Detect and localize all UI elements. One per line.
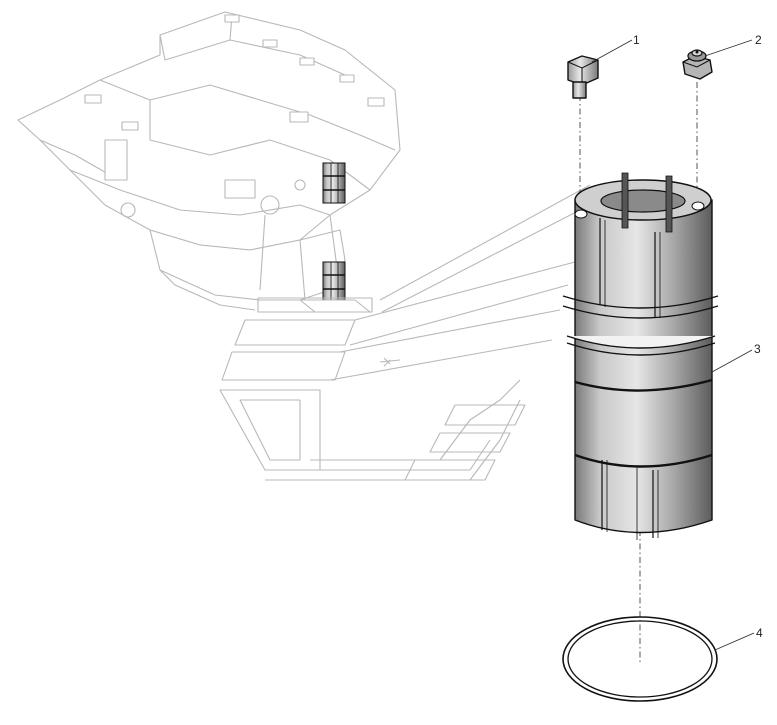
frame-bushing-upper (322, 162, 346, 204)
exploded-view-guide-lines (219, 184, 591, 481)
callout-label-4: 4 (756, 626, 763, 640)
machine-frame-ghost (17, 11, 401, 313)
callout-2: 2 (704, 33, 762, 57)
callout-label-2: 2 (755, 33, 762, 47)
frame-bushing-lower (322, 261, 346, 303)
callout-3: 3 (711, 342, 761, 373)
grease-fitting-part (682, 49, 713, 80)
callout-label-1: 1 (633, 33, 640, 47)
o-ring-part (562, 616, 718, 702)
split-bushing-part (562, 172, 719, 540)
callout-label-3: 3 (754, 342, 761, 356)
callout-1: 1 (591, 33, 640, 63)
bolt-part (567, 55, 599, 99)
callout-4: 4 (714, 626, 763, 651)
